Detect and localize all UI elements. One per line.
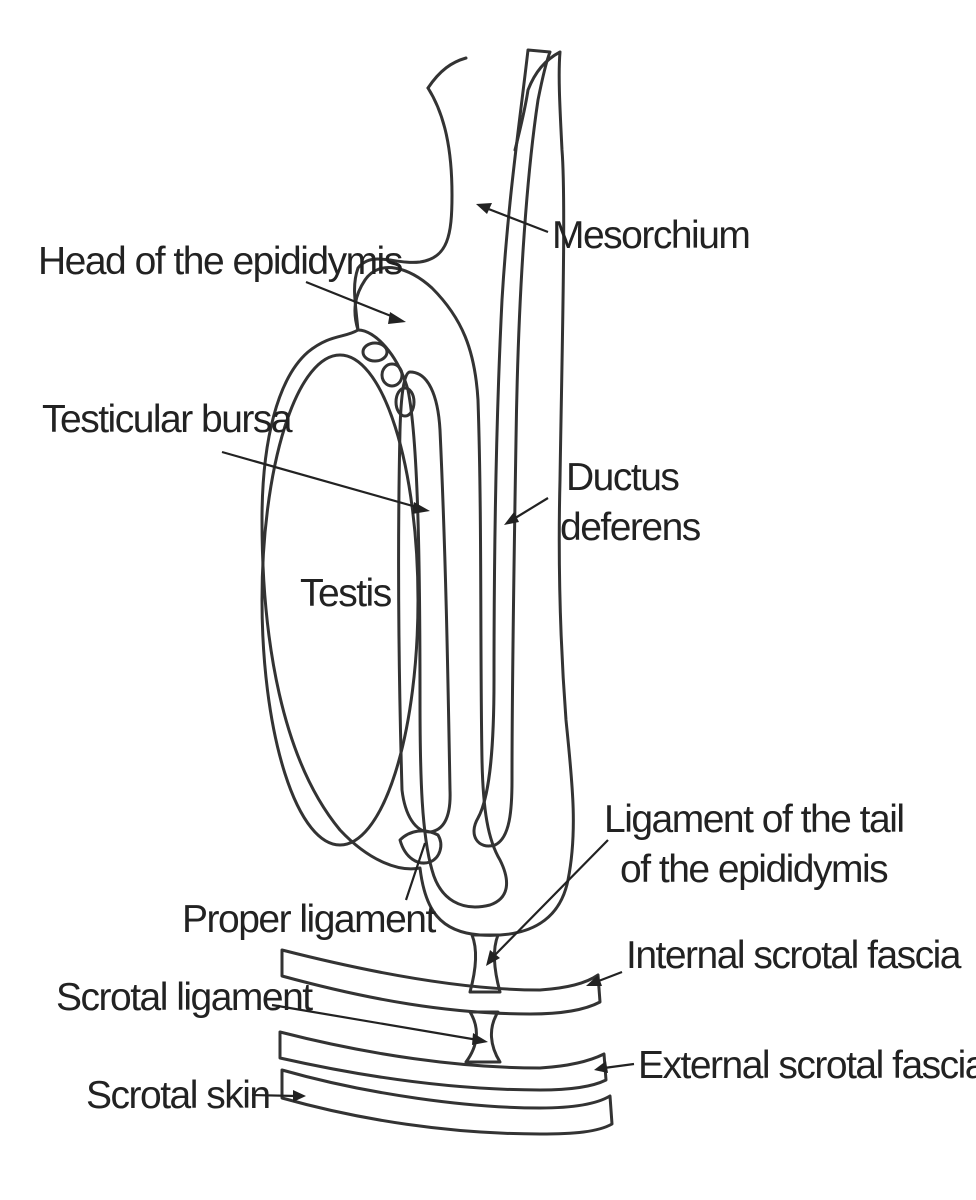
scrotal-ligament-shape xyxy=(464,1010,502,1064)
leader-proper-ligament xyxy=(404,842,427,901)
label-ductus-line1: Ductus xyxy=(566,456,679,499)
leader-mesorchium xyxy=(476,203,549,234)
efferent-ductule-3 xyxy=(394,386,416,418)
label-testis: Testis xyxy=(300,572,392,615)
label-mesorchium: Mesorchium xyxy=(552,214,749,257)
leader-ductus-deferens xyxy=(504,497,549,525)
leader-head-epididymis xyxy=(305,280,406,324)
testis xyxy=(260,353,420,847)
label-testicular-bursa: Testicular bursa xyxy=(42,398,293,441)
leader-internal-fascia xyxy=(586,970,623,986)
label-ligament-tail-line2: of the epididymis xyxy=(620,848,888,891)
ligament-of-tail xyxy=(468,933,502,994)
leader-testicular-bursa xyxy=(221,450,430,514)
leader-scrotal-skin xyxy=(251,1090,306,1102)
leader-scrotal-ligament xyxy=(271,1003,488,1045)
label-internal-scrotal-fascia: Internal scrotal fascia xyxy=(626,934,962,977)
external-scrotal-fascia xyxy=(278,1030,608,1092)
scrotal-skin xyxy=(280,1068,614,1136)
ductus-deferens xyxy=(472,48,552,848)
mesorchium-left-edge xyxy=(426,56,468,90)
efferent-ductule-2 xyxy=(380,362,404,388)
internal-scrotal-fascia xyxy=(280,948,602,1016)
label-proper-ligament: Proper ligament xyxy=(182,898,436,941)
testicular-bursa xyxy=(397,370,452,834)
label-external-scrotal-fascia: External scrotal fascia xyxy=(638,1044,976,1087)
label-ductus-line2: deferens xyxy=(560,506,701,549)
epididymis-body xyxy=(353,266,509,909)
label-head-epididymis: Head of the epididymis xyxy=(38,240,403,283)
efferent-ductule-1 xyxy=(361,341,389,363)
leader-external-fascia xyxy=(594,1061,635,1073)
label-scrotal-skin: Scrotal skin xyxy=(86,1074,270,1117)
leader-ligament-tail xyxy=(486,839,609,966)
label-ligament-tail-line1: Ligament of the tail xyxy=(604,798,904,841)
mesorchium-envelope xyxy=(260,50,575,937)
label-scrotal-ligament: Scrotal ligament xyxy=(56,976,313,1019)
proper-ligament-shape xyxy=(398,829,443,865)
